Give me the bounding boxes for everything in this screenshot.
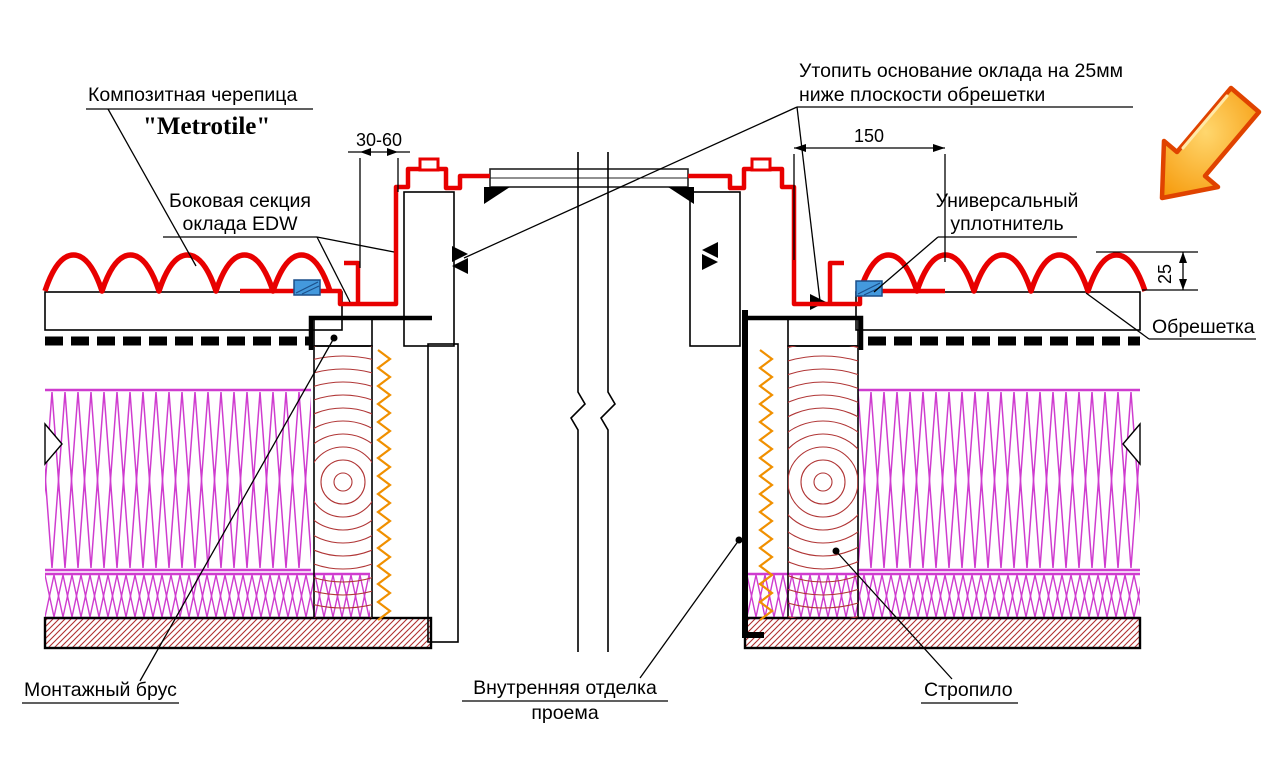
rafter-left-section [313,345,373,619]
label-seal-line2: уплотнитель [950,213,1063,235]
rafter-right-section [787,345,859,619]
foam-zigzag-right [758,349,774,621]
ceiling-band-left [43,616,433,650]
flashing-right [688,157,945,307]
break-lines [569,152,617,652]
label-sink-note-line2: ниже плоскости обрешетки [799,84,1045,106]
label-seal-line1: Универсальный [936,190,1079,212]
mounting-beams [313,317,859,347]
vapor-barrier-angles [308,315,864,350]
label-composite-tile: Композитная черепица [88,84,297,106]
label-inner-finish-line1: Внутренняя отделка [473,677,657,699]
insulation-bands [45,388,1140,620]
glazing-gasket-right [668,187,694,204]
label-side-section-line1: Боковая секция [169,190,311,212]
mounting-beam-right [787,317,859,347]
lining-left [427,343,459,643]
universal-seals [293,279,883,297]
frame-member-left [403,191,455,347]
dimension-25: 25 [1096,251,1198,291]
dim-30-60-text: 30-60 [356,130,402,150]
rafter-right-grain [788,346,858,618]
glazing-unit [484,168,694,204]
deck-band-left [44,291,343,331]
label-inner-finish-line2: проема [531,702,599,724]
dimension-30-60: 30-60 [348,130,410,268]
label-side-section-line2: оклада EDW [183,213,299,235]
rafter-left-grain [314,346,372,618]
frame-member-right [689,191,741,347]
foam-zigzag-left [376,349,392,621]
label-mounting-beam: Монтажный брус [24,679,177,701]
interior-finish-line [742,310,748,638]
fixing-screws [452,242,826,310]
insulation-lower-left [45,574,370,618]
label-rafter: Стропило [924,679,1013,701]
roof-deck-bands [44,291,1141,331]
window-frame-members [403,191,741,347]
roof-tiles-right [857,252,1148,294]
edge-break-marks [44,422,1141,466]
ceiling-cladding-bands [43,616,1142,650]
deck-band-right [855,291,1141,331]
label-lathing: Обрешетка [1152,316,1255,338]
dim-25-text: 25 [1155,264,1175,284]
mounting-beam-left [313,317,373,347]
glazing-gasket-left [484,187,510,204]
ceiling-band-right [743,616,1142,650]
leader-lines [22,106,1256,704]
flashing-left [240,157,490,307]
opening-lining [427,310,764,643]
seal-left [293,279,321,296]
interior-finish-foot [742,632,764,638]
labels: Композитная черепица "Metrotile" Боковая… [24,60,1255,724]
label-sink-note-line1: Утопить основание оклада на 25мм [799,60,1123,82]
dim-150-text: 150 [854,126,884,146]
label-tile-brand: "Metrotile" [143,113,270,140]
foam-seals [376,349,774,621]
dimension-150: 150 [793,126,946,262]
insulation-main-left [45,390,311,570]
down-left-arrow-icon [1159,85,1262,201]
roof-tiles-left [42,252,333,294]
insulation-main-right [858,390,1140,570]
